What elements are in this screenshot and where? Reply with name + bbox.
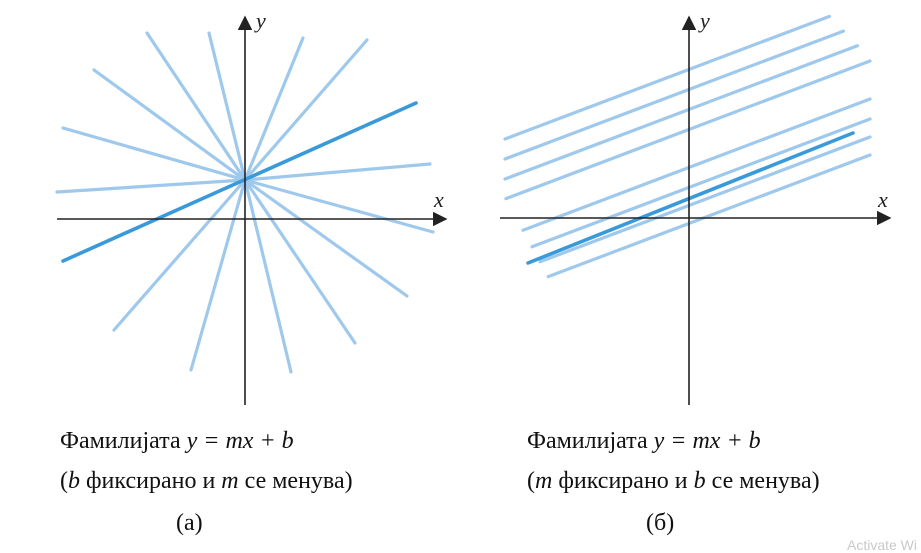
panel-a-note-var2: m	[221, 468, 239, 494]
panel-b-family-line	[538, 135, 872, 264]
panel-a-label: (а)	[176, 510, 203, 536]
panel-a-note-end: се менува)	[238, 468, 353, 494]
panel-b-family-line	[504, 59, 872, 201]
panel-a-caption-note: (b фиксирано и m се менува)	[60, 466, 353, 496]
panel-b-family-line	[503, 14, 832, 141]
panel-a-family-line	[240, 38, 369, 185]
panel-a-family-line	[242, 36, 305, 185]
panel-a-formula: y = mx + b	[186, 428, 294, 454]
panel-b-x-label: x	[877, 187, 888, 212]
panel-a-family-line	[145, 31, 249, 185]
panel-a-family-line	[242, 174, 293, 374]
panel-a-family-line	[55, 178, 251, 194]
panel-a-family-line	[239, 177, 435, 234]
panel-b-note-end: се менува)	[705, 468, 820, 494]
panel-a-family-line	[241, 175, 357, 345]
panel-a-caption-prefix: Фамилијата	[60, 428, 187, 454]
panel-b-note-var1: m	[535, 468, 553, 494]
panel-b-caption-title: Фамилијата y = mx + b	[527, 426, 761, 456]
panel-b-formula: y = mx + b	[653, 428, 761, 454]
panel-b-label: (б)	[646, 510, 675, 536]
panel-b-y-label: y	[698, 8, 710, 33]
panel-a-note-var1: b	[68, 468, 80, 494]
panel-a-note-mid: фиксирано и	[80, 468, 222, 494]
panel-b-highlight-line	[526, 131, 855, 265]
panel-a-family-line	[61, 126, 251, 183]
panel-a-y-label: y	[254, 8, 266, 33]
os-watermark: Activate Wi	[846, 537, 917, 553]
panel-a-family-line	[189, 174, 248, 372]
panel-b-note-mid: фиксирано и	[552, 468, 694, 494]
panel-a-axes: x y	[57, 8, 448, 405]
panel-a-family-line	[240, 176, 409, 298]
panel-a-highlight-line	[61, 101, 418, 263]
line-family-figure: x y x y	[55, 8, 892, 405]
panel-b-caption-prefix: Фамилијата	[527, 428, 654, 454]
panel-b-line-family	[503, 14, 872, 279]
panel-b-caption-note: (m фиксирано и b се менува)	[527, 466, 820, 496]
panel-a-x-label: x	[433, 187, 444, 212]
panel-b-axes: x y	[500, 8, 892, 405]
panel-b-family-line	[546, 153, 872, 279]
panel-b-family-line	[503, 29, 846, 161]
panel-b-note-var2: b	[693, 468, 706, 494]
panel-a-family-line	[239, 162, 432, 182]
panel-a-note-open: (	[60, 468, 68, 494]
panel-b-family-line	[521, 97, 872, 232]
panel-b-note-open: (	[527, 468, 535, 494]
panel-a-line-family	[55, 31, 435, 374]
panel-a-family-line	[112, 175, 250, 332]
panel-b-family-line	[503, 44, 860, 181]
panel-a-caption-title: Фамилијата y = mx + b	[60, 426, 294, 456]
panel-b-family-line	[530, 117, 872, 249]
panel-a-family-line	[92, 68, 250, 184]
panel-a-family-line	[207, 31, 248, 185]
